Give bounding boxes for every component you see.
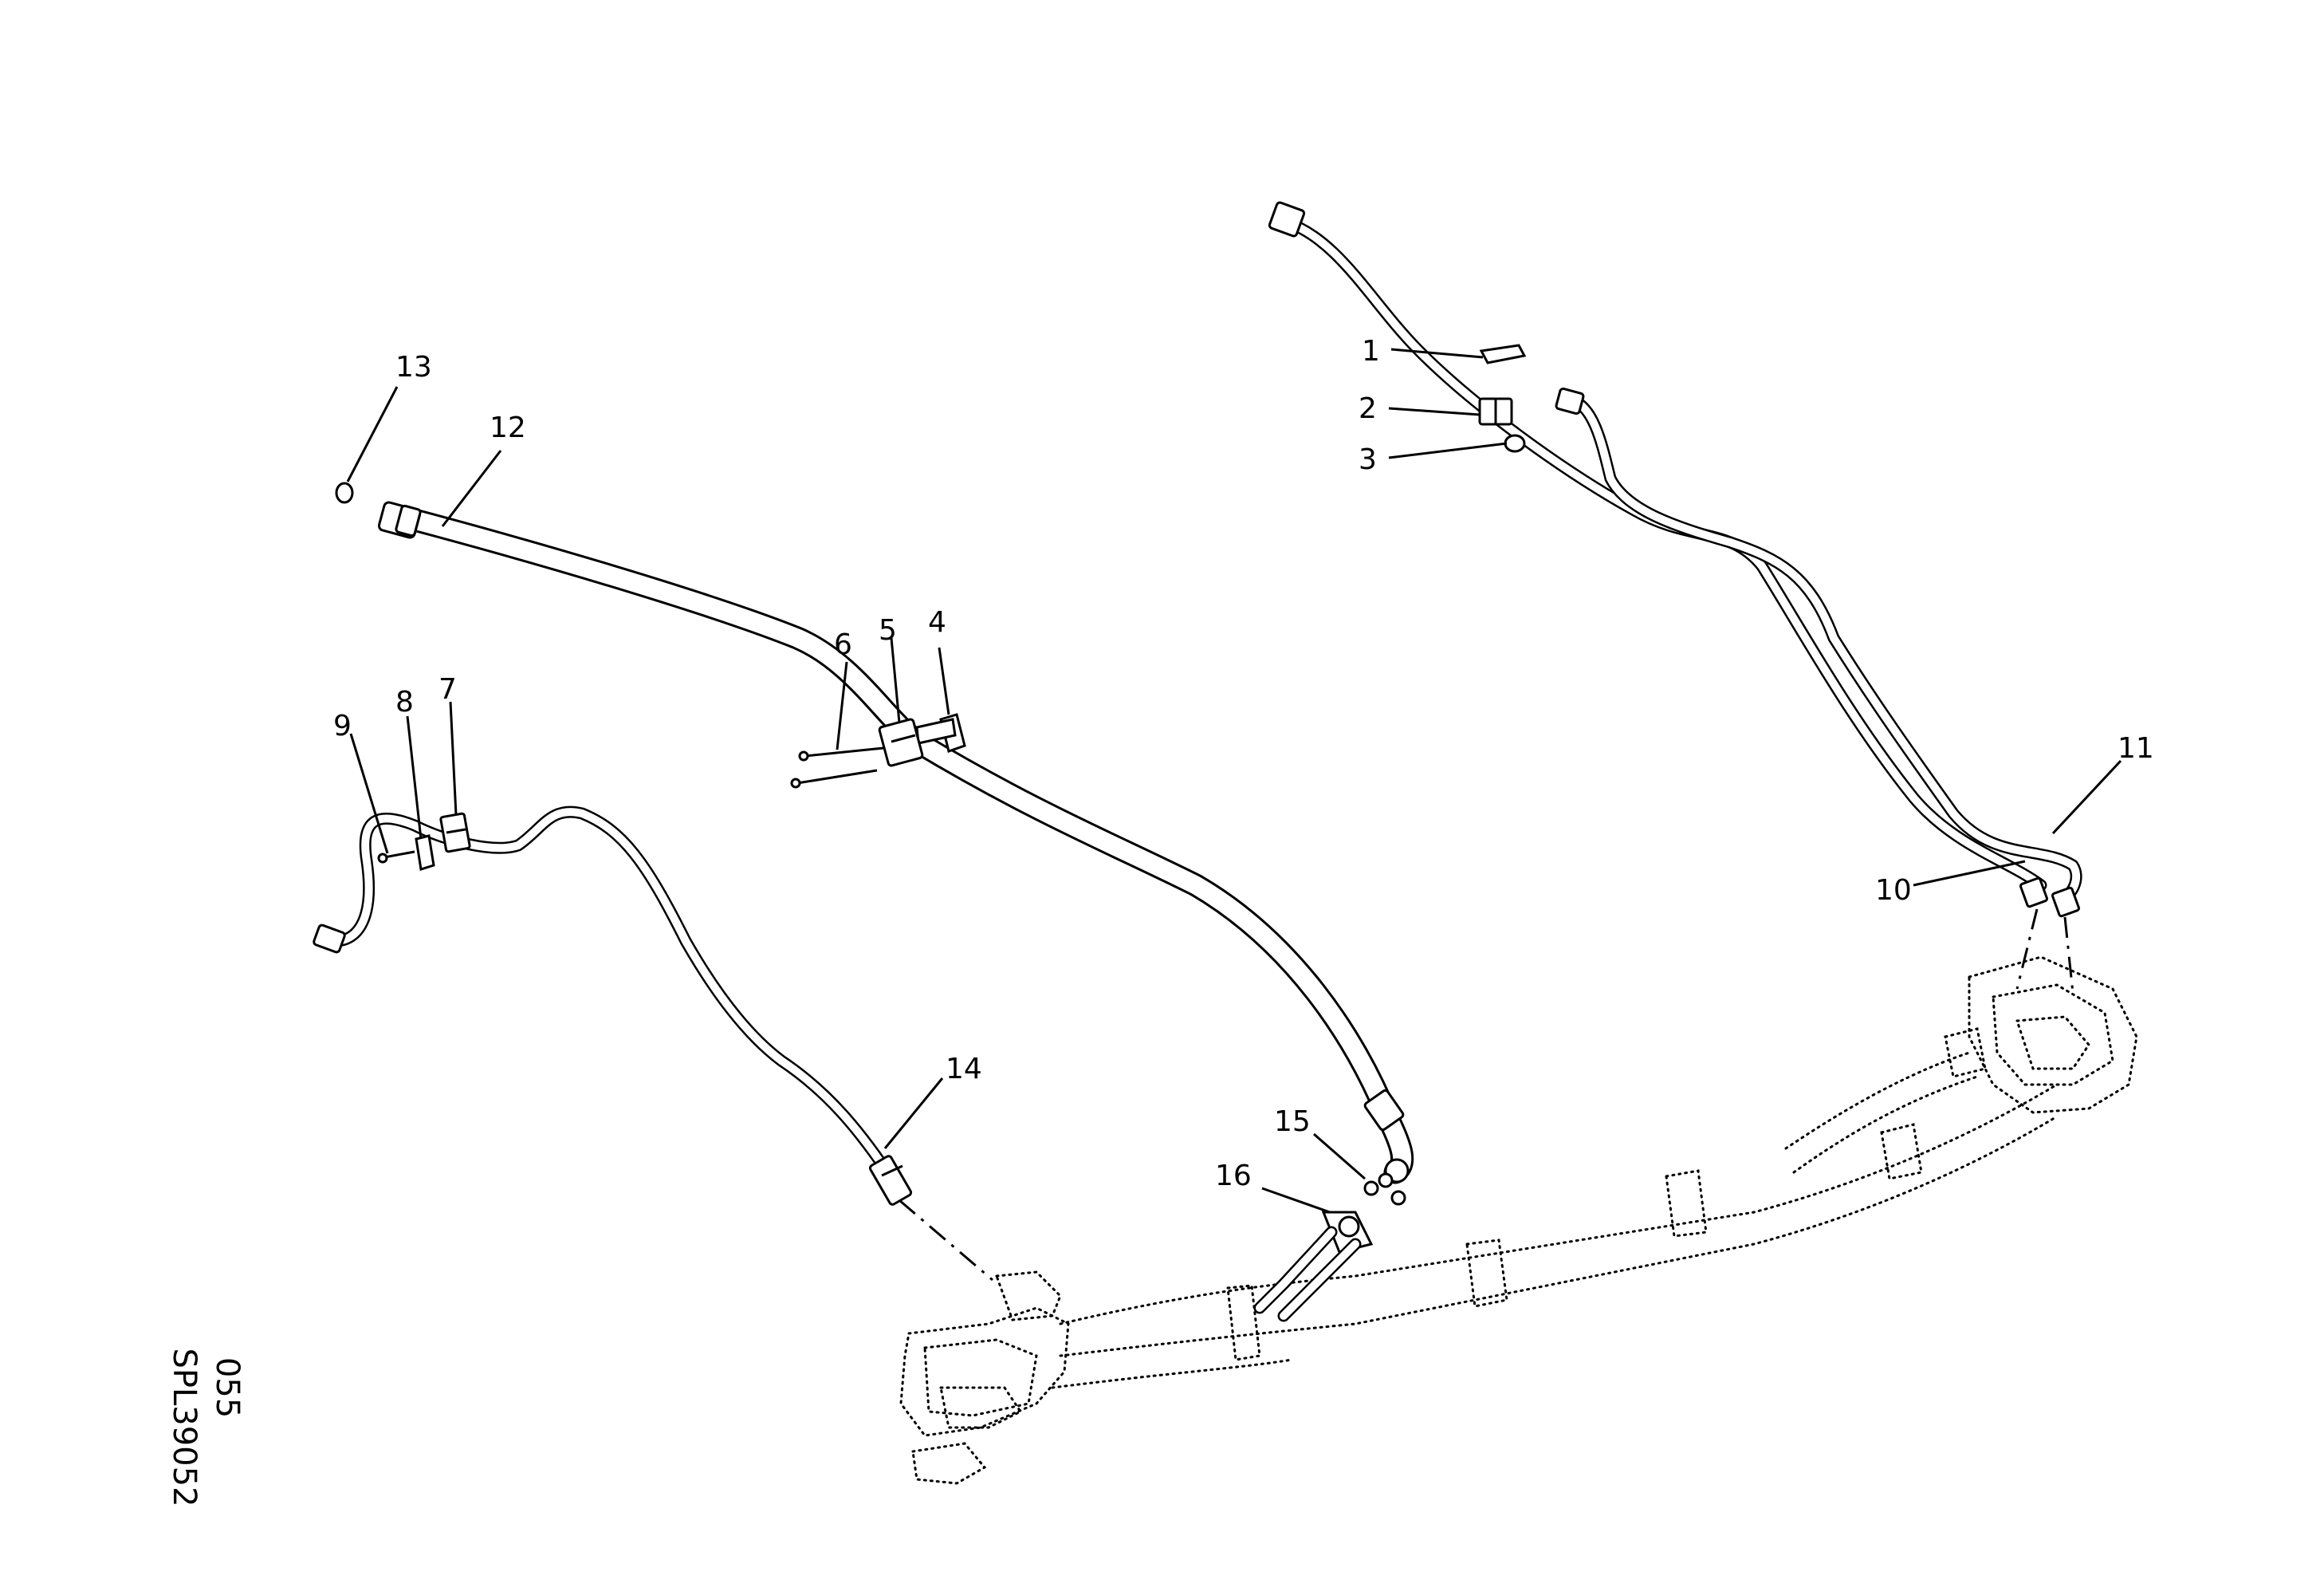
- clamp-middle: [878, 718, 924, 767]
- right-pipes: [1268, 201, 2082, 918]
- callout-4: 4: [928, 606, 946, 639]
- callout-5: 5: [879, 614, 897, 647]
- centre-line-right-a: [2015, 908, 2039, 990]
- callout-7: 7: [438, 673, 457, 706]
- bolts: [790, 746, 884, 789]
- callout-2: 2: [1359, 392, 1377, 425]
- clamp-block-upper: [1478, 397, 1513, 426]
- callout-6: 6: [834, 628, 852, 661]
- callout-14: 14: [946, 1053, 982, 1085]
- o-ring: [335, 482, 354, 504]
- callout-8: 8: [395, 686, 414, 719]
- callout-1: 1: [1362, 335, 1380, 368]
- clamp-plate-left: [415, 834, 435, 871]
- callout-11: 11: [2118, 732, 2154, 765]
- left-pipe: [313, 805, 913, 1206]
- bracket: [915, 713, 966, 753]
- callout-labels: 1 2 3 4 5 6 7 8 9 10 11 12 13 14 15 16: [333, 335, 2154, 1192]
- callout-10: 10: [1875, 874, 1912, 907]
- clamp-left: [439, 812, 471, 853]
- reference-page-block: 055: [209, 1357, 246, 1418]
- clamp-plate: [1479, 344, 1527, 364]
- centre-line-left: [899, 1199, 993, 1282]
- callout-12: 12: [490, 412, 526, 444]
- callout-13: 13: [395, 351, 432, 384]
- centre-line-right-b: [2063, 916, 2074, 994]
- connector-block: [1253, 1172, 1406, 1322]
- reference-block: SPL39052: [166, 1348, 203, 1506]
- screw-left: [377, 850, 415, 864]
- reference-page: 055: [209, 1357, 246, 1418]
- callout-3: 3: [1359, 443, 1377, 476]
- axle-assembly-phantom: [899, 955, 2138, 1485]
- reference-code: SPL39052: [166, 1348, 203, 1506]
- leader-lines: [346, 348, 2122, 1214]
- callout-16: 16: [1215, 1160, 1252, 1192]
- clamp-screw: [1504, 434, 1526, 453]
- callout-15: 15: [1274, 1105, 1311, 1138]
- callout-9: 9: [333, 710, 352, 742]
